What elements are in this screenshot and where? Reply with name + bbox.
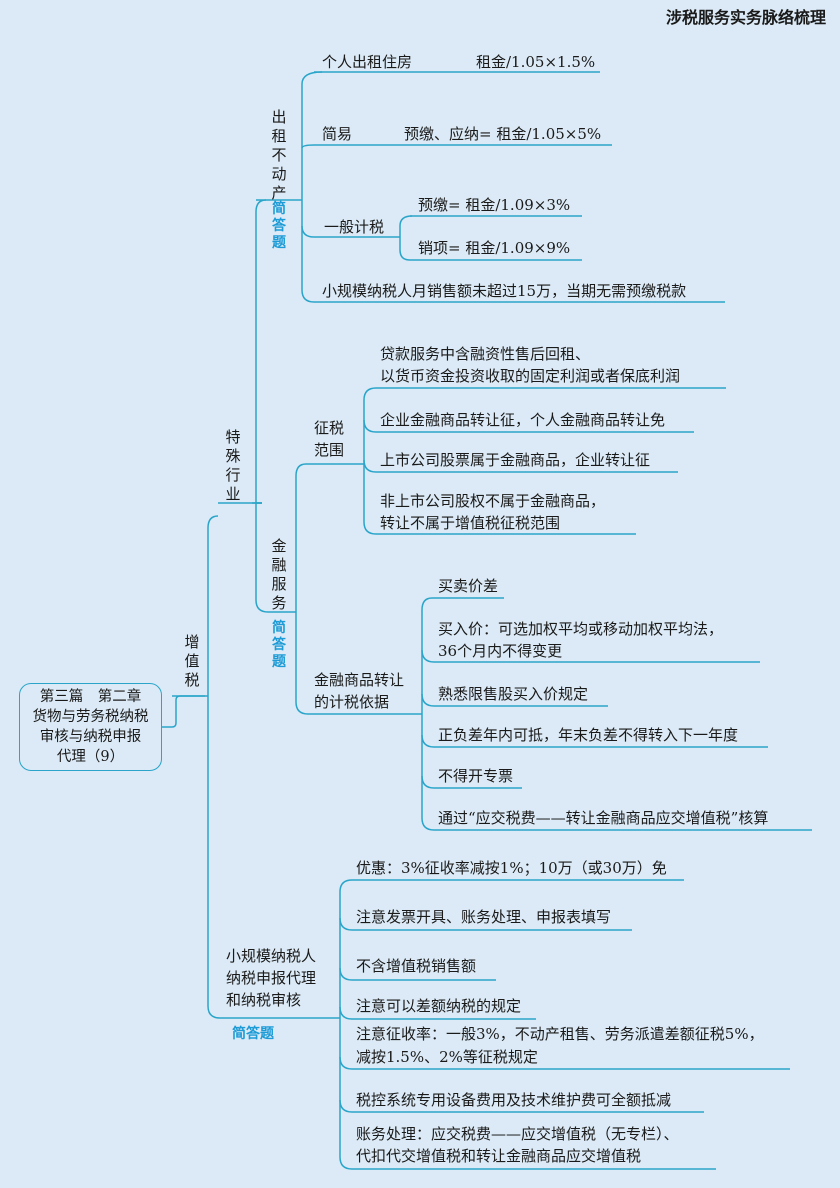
transfer-item: 不得开专票 (438, 767, 514, 785)
root-line: 货物与劳务税纳税 (32, 709, 149, 725)
small-item: 不含增值税销售额 (356, 957, 477, 975)
small-item: 注意可以差额纳税的规定 (356, 997, 522, 1015)
transfer-title: 的计税依据 (314, 693, 390, 711)
transfer-item: 正负差年内可抵，年末负差不得转入下一年度 (438, 726, 739, 744)
transfer-item: 36个月内不得变更 (438, 642, 563, 660)
page-header: 涉税服务实务脉络梳理 (665, 8, 826, 27)
small-scale-title: 小规模纳税人 (226, 947, 317, 965)
rent-property-node: 出租不动产 (271, 108, 287, 202)
scope-title: 征税 (314, 419, 345, 437)
small-scale-note: 小规模纳税人月销售额未超过15万，当期无需预缴税款 (322, 282, 687, 300)
transfer-item: 通过“应交税费——转让金融商品应交增值税”核算 (438, 809, 769, 827)
small-item: 税控系统专用设备费用及技术维护费可全额抵减 (356, 1091, 672, 1109)
short-answer-badge: 简答题 (272, 201, 286, 251)
root-line: 审核与纳税申报 (39, 729, 142, 745)
scope-item: 贷款服务中含融资性售后回租、 (380, 345, 591, 363)
small-item: 注意发票开具、账务处理、申报表填写 (356, 908, 612, 926)
transfer-title: 金融商品转让 (314, 671, 405, 689)
short-answer-badge: 简答题 (232, 1026, 274, 1042)
root-node: 第三篇 第二章 货物与劳务税纳税 审核与纳税申报 代理（9） (19, 683, 162, 771)
transfer-item: 买卖价差 (438, 577, 499, 595)
general-output-formula: 销项= 租金/1.09×9% (418, 239, 571, 257)
transfer-item: 买入价：可选加权平均或移动加权平均法， (438, 620, 724, 638)
scope-item: 上市公司股票属于金融商品，企业转让征 (380, 451, 651, 469)
personal-rent-label: 个人出租住房 (322, 53, 413, 71)
personal-rent-formula: 租金/1.05×1.5% (476, 53, 596, 71)
simple-formula: 预缴、应纳= 租金/1.05×5% (404, 125, 602, 143)
root-line: 代理（9） (56, 749, 125, 765)
financial-service-node: 金融服务 (271, 537, 287, 612)
small-item: 优惠：3%征收率减按1%；10万（或30万）免 (356, 859, 667, 877)
small-scale-title: 纳税申报代理 (226, 969, 317, 987)
scope-item: 非上市公司股权不属于金融商品， (380, 492, 606, 510)
special-industry-node: 特殊行业 (225, 428, 241, 503)
small-item: 账务处理：应交税费——应交增值税（无专栏）、 (356, 1125, 679, 1143)
root-line: 第三篇 第二章 (39, 689, 142, 705)
vat-node: 增值税 (184, 633, 200, 689)
small-item: 减按1.5%、2%等征税规定 (356, 1048, 538, 1066)
small-scale-title: 和纳税审核 (226, 991, 302, 1009)
scope-item: 以货币资金投资收取的固定利润或者保底利润 (380, 367, 681, 385)
short-answer-badge: 简答题 (272, 620, 286, 670)
transfer-item: 熟悉限售股买入价规定 (438, 685, 589, 703)
simple-label: 简易 (322, 125, 353, 143)
scope-item: 转让不属于增值税征税范围 (380, 514, 561, 532)
scope-title: 范围 (314, 441, 345, 459)
small-item: 代扣代交增值税和转让金融商品应交增值税 (356, 1147, 642, 1165)
general-tax-label: 一般计税 (324, 218, 385, 236)
general-prepay-formula: 预缴= 租金/1.09×3% (418, 196, 571, 214)
small-item: 注意征收率：一般3%，不动产租售、劳务派遣差额征税5%， (356, 1025, 764, 1043)
scope-item: 企业金融商品转让征，个人金融商品转让免 (380, 411, 666, 429)
